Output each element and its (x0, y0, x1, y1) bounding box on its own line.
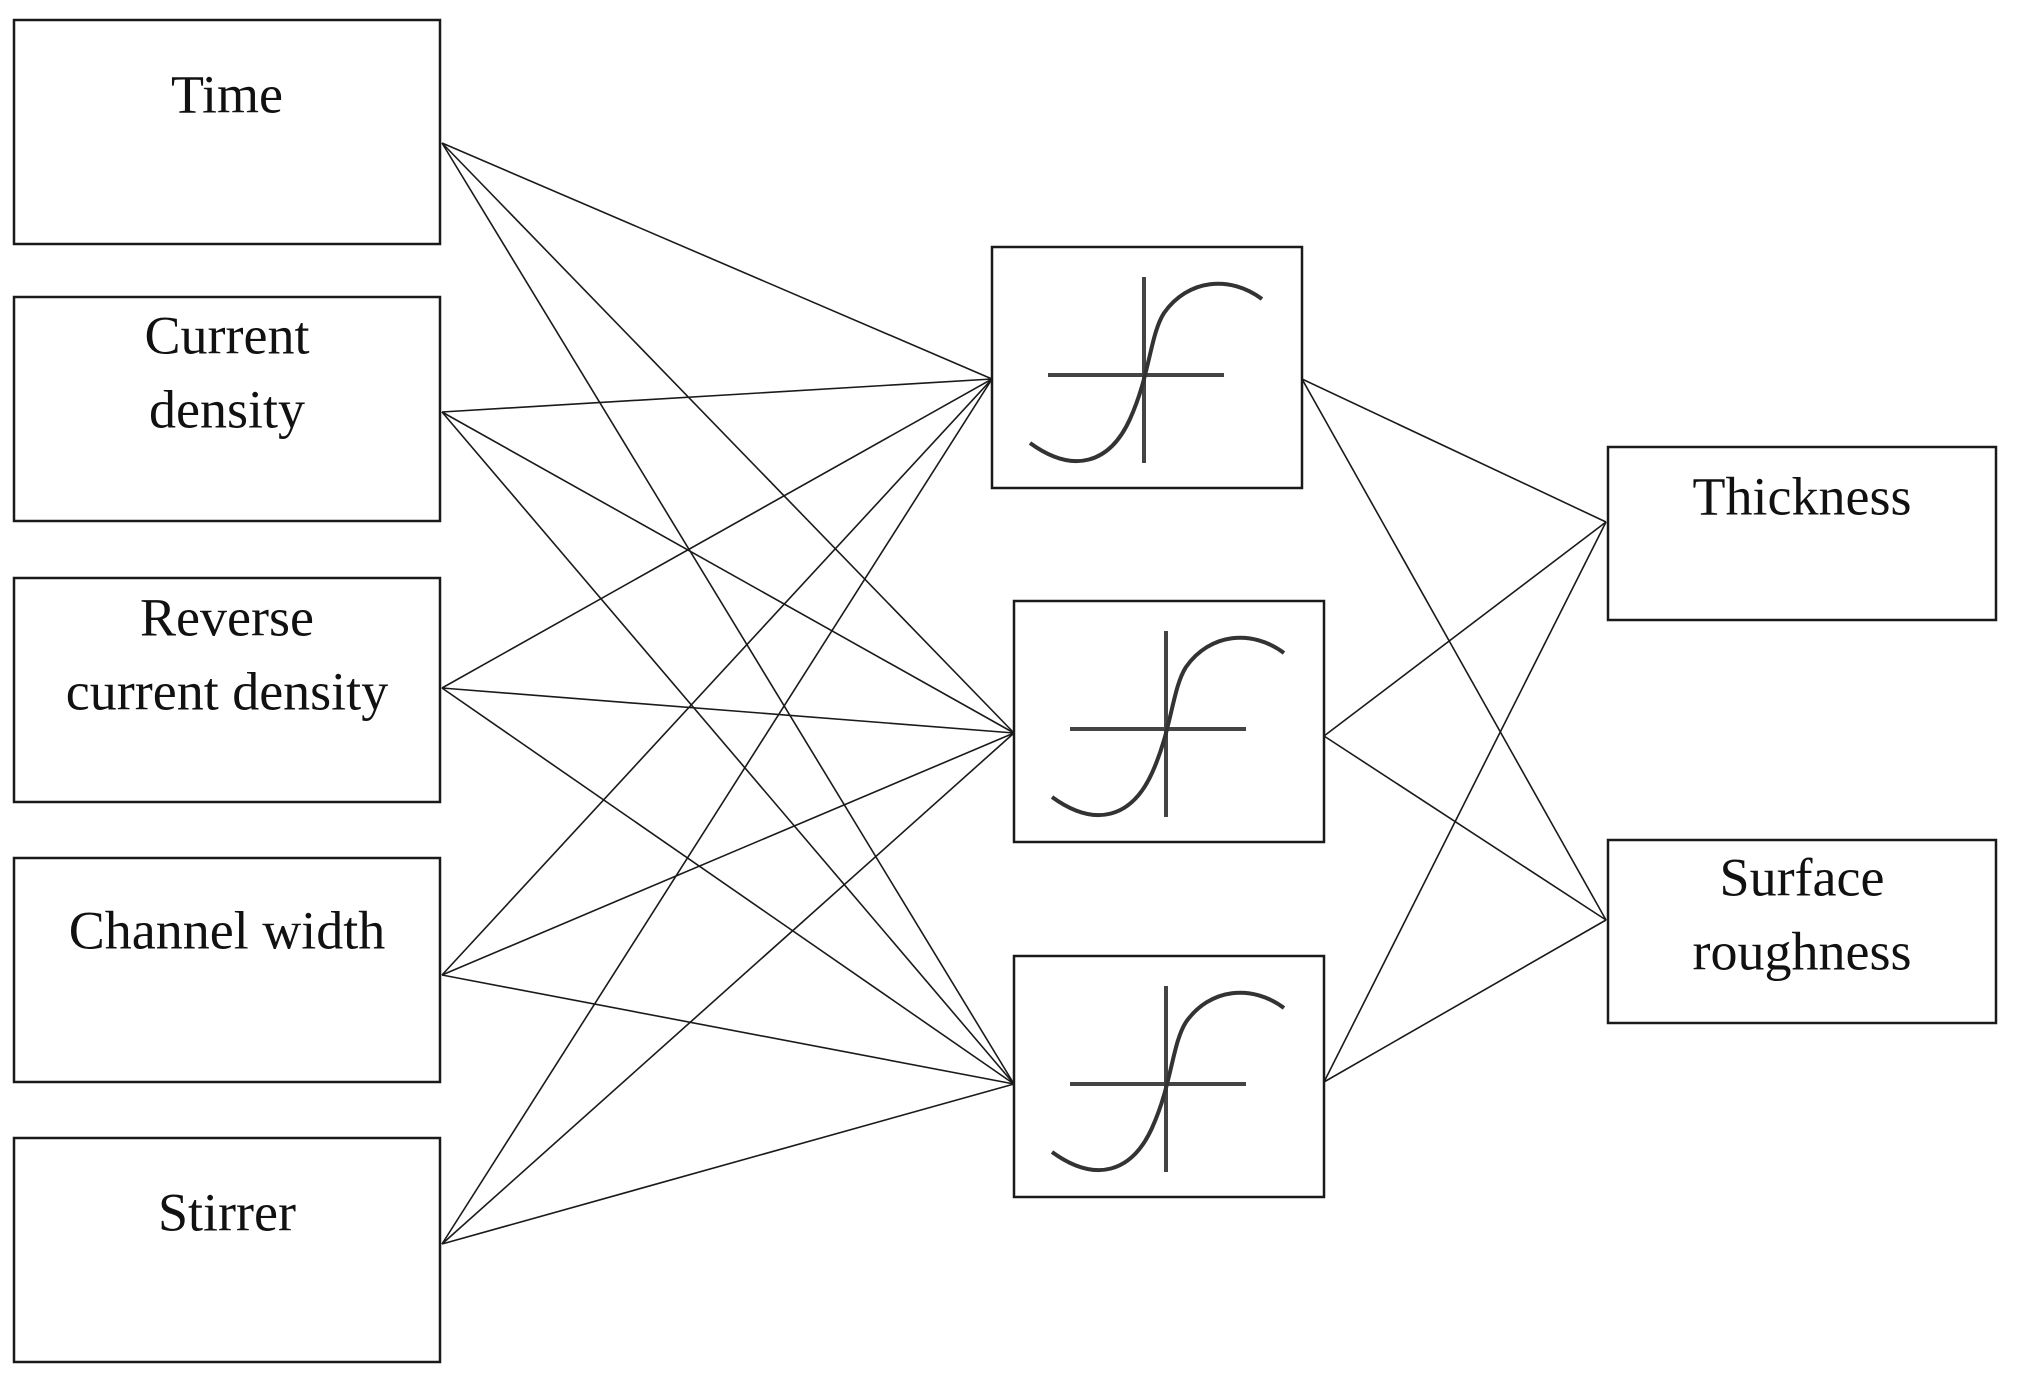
output-box (1606, 445, 1998, 622)
edge-stirrer-to-hidden-3 (441, 1083, 1015, 1245)
edge-hidden-2-to-thickness (1323, 521, 1607, 737)
edge-channel-width-to-hidden-2 (441, 732, 1015, 976)
edge-hidden-3-to-thickness (1323, 521, 1607, 1083)
input-node-time: Time (12, 18, 442, 246)
input-node-reverse-current-density-label-line-1: Reverse (140, 587, 314, 647)
input-node-current-density: Current density (12, 295, 442, 523)
edge-hidden-1-to-surface-roughness (1301, 378, 1607, 921)
hidden-layer (990, 245, 1326, 1199)
edge-time-to-hidden-3 (441, 142, 1015, 1085)
output-node-thickness-label: Thickness (1693, 466, 1912, 526)
input-node-stirrer: Stirrer (12, 1136, 442, 1364)
output-node-thickness: Thickness (1606, 445, 1998, 622)
input-node-reverse-current-density-label-line-2: current density (66, 661, 388, 721)
input-node-channel-width-label: Channel width (69, 900, 385, 960)
edge-time-to-hidden-1 (441, 142, 993, 380)
connections (441, 142, 1607, 1245)
hidden-node-1 (990, 245, 1304, 490)
input-box (12, 576, 442, 804)
input-box (12, 856, 442, 1084)
edge-current-density-to-hidden-2 (441, 411, 1015, 734)
output-box (1606, 838, 1998, 1025)
input-node-stirrer-label: Stirrer (158, 1182, 296, 1242)
edge-channel-width-to-hidden-3 (441, 974, 1015, 1085)
edge-reverse-current-density-to-hidden-2 (441, 687, 1015, 734)
input-box (12, 1136, 442, 1364)
output-node-surface-roughness-label-line-1: Surface (1720, 847, 1885, 907)
edge-current-density-to-hidden-3 (441, 411, 1015, 1085)
edge-hidden-2-to-surface-roughness (1323, 735, 1607, 921)
input-node-current-density-label-line-2: density (149, 379, 305, 439)
output-node-surface-roughness: Surface roughness (1606, 838, 1998, 1025)
sigmoid-icon (1028, 277, 1264, 463)
output-node-surface-roughness-label-line-2: roughness (1693, 921, 1912, 981)
edge-time-to-hidden-2 (441, 142, 1015, 734)
sigmoid-icon (1050, 631, 1286, 817)
input-node-reverse-current-density: Reverse current density (12, 576, 442, 804)
input-node-current-density-label-line-1: Current (145, 305, 310, 365)
edge-current-density-to-hidden-1 (441, 378, 993, 413)
hidden-node-2 (1012, 599, 1326, 844)
input-box (12, 18, 442, 246)
edge-hidden-3-to-surface-roughness (1323, 919, 1607, 1083)
input-node-time-label: Time (171, 64, 283, 124)
input-box (12, 295, 442, 523)
edge-stirrer-to-hidden-1 (441, 378, 993, 1245)
edge-hidden-1-to-thickness (1301, 378, 1607, 523)
edge-stirrer-to-hidden-2 (441, 732, 1015, 1245)
input-node-channel-width: Channel width (12, 856, 442, 1084)
edge-channel-width-to-hidden-1 (441, 378, 993, 976)
hidden-node-3 (1012, 954, 1326, 1199)
edge-reverse-current-density-to-hidden-3 (441, 687, 1015, 1085)
edge-reverse-current-density-to-hidden-1 (441, 378, 993, 689)
sigmoid-icon (1050, 986, 1286, 1172)
